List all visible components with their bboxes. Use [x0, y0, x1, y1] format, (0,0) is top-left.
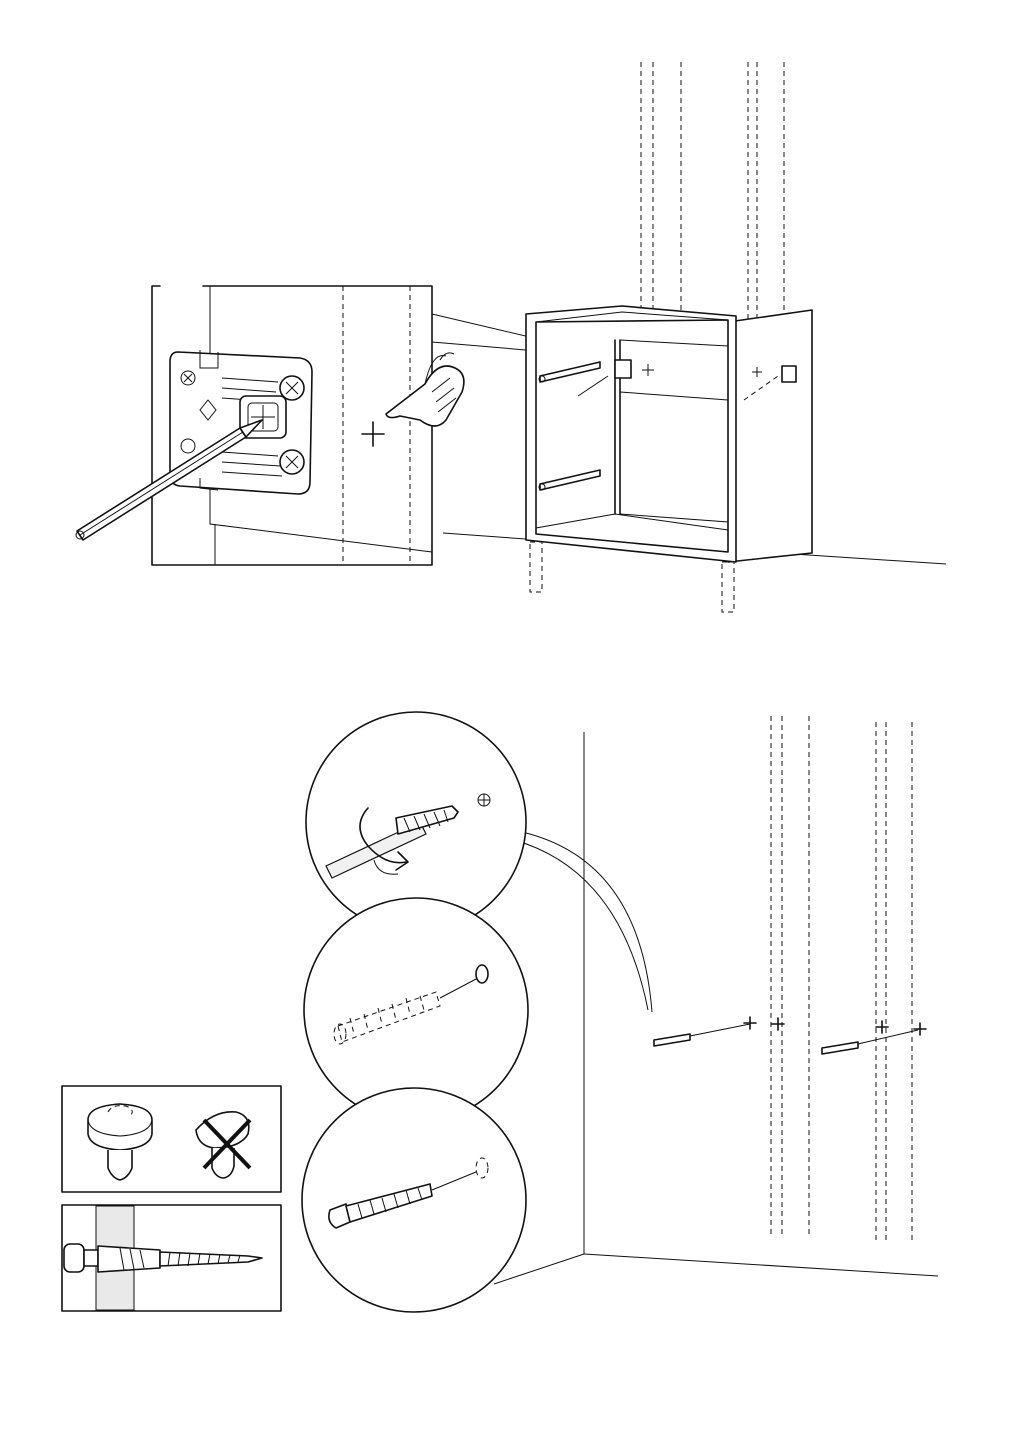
screw-detail-circle [301, 1087, 527, 1313]
screw-icon [328, 1157, 489, 1229]
pointing-hand-icon [385, 352, 465, 427]
screw-icon [653, 1023, 919, 1055]
wall-plug-icon [333, 964, 489, 1045]
drill-detail-circle [305, 711, 527, 933]
step-14-detail [75, 285, 586, 566]
screw-head-comparison-box [61, 1085, 282, 1193]
wall-scene [493, 716, 939, 1285]
pencil-icon [75, 419, 263, 541]
wall-anchor-section-icon [61, 1204, 282, 1312]
screw-head-incorrect-icon [195, 1111, 252, 1179]
drill-icon [325, 805, 459, 879]
screw-head-correct-icon [87, 1103, 153, 1181]
cabinet-icon [442, 62, 947, 613]
